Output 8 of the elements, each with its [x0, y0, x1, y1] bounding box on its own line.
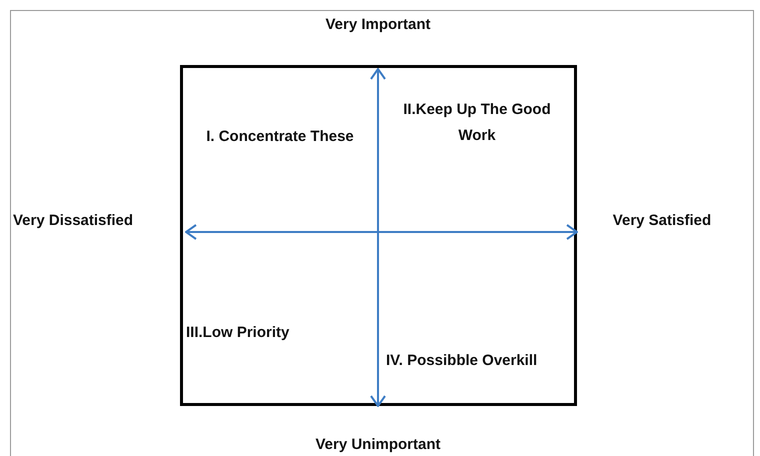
axis-label: Very Unimportant: [314, 435, 442, 455]
quadrant-label: II.Keep Up The Good Work: [402, 100, 552, 146]
quadrant-label: I. Concentrate These: [205, 127, 355, 147]
axis-label: Very Dissatisfied: [13, 211, 134, 231]
axis-label: Very Important: [324, 15, 432, 35]
axis-label: Very Satisfied: [612, 211, 712, 231]
quadrant-label: III.Low Priority: [186, 323, 290, 343]
quadrant-label: IV. Possibble Overkill: [386, 351, 538, 371]
